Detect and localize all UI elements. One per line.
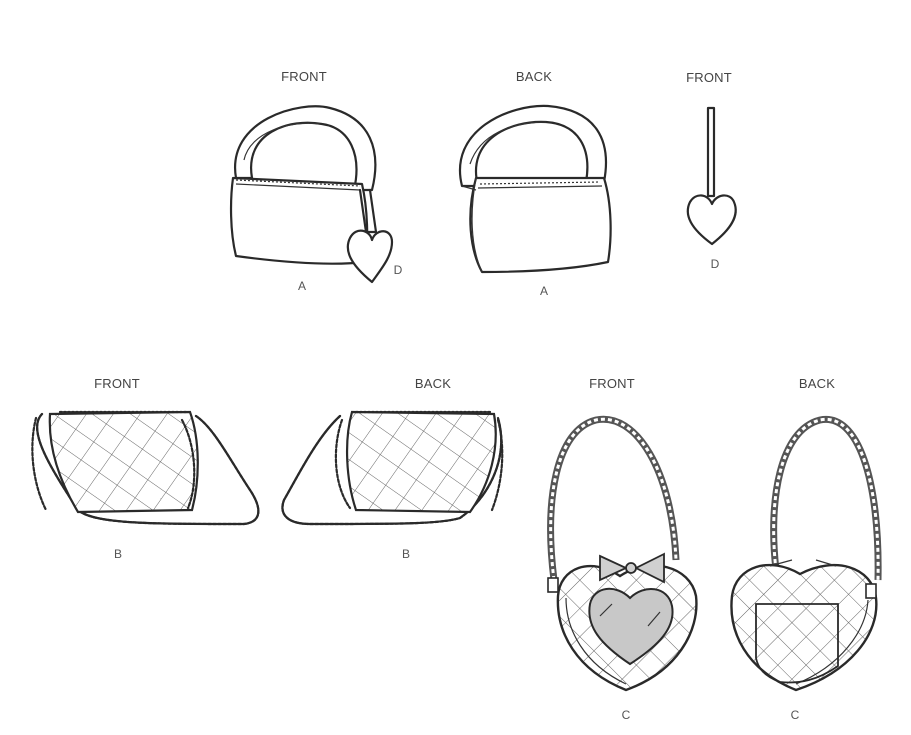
view-label-d-front: FRONT	[686, 70, 732, 85]
bag-a-back	[458, 104, 612, 274]
letter-c-front: C	[621, 708, 631, 722]
charm-d-front	[686, 106, 737, 246]
view-label-a-back: BACK	[515, 69, 553, 84]
letter-a-back: A	[539, 284, 549, 298]
letter-d-front: D	[710, 257, 720, 271]
view-label-b-front: FRONT	[94, 376, 140, 391]
bag-c-back	[730, 415, 882, 692]
letter-b-back: B	[401, 547, 411, 561]
view-label-b-back: BACK	[414, 376, 452, 391]
letter-a-front: A	[297, 279, 307, 293]
letter-d-on-a: D	[393, 263, 403, 277]
bag-b-back	[281, 410, 504, 526]
letter-b-front: B	[113, 547, 123, 561]
view-label-c-back: BACK	[798, 376, 836, 391]
view-label-a-front: FRONT	[281, 69, 327, 84]
bag-b-front	[31, 410, 260, 526]
bag-c-front	[547, 415, 698, 692]
letter-c-back: C	[790, 708, 800, 722]
bag-a-front	[229, 105, 394, 284]
view-label-c-front: FRONT	[589, 376, 635, 391]
